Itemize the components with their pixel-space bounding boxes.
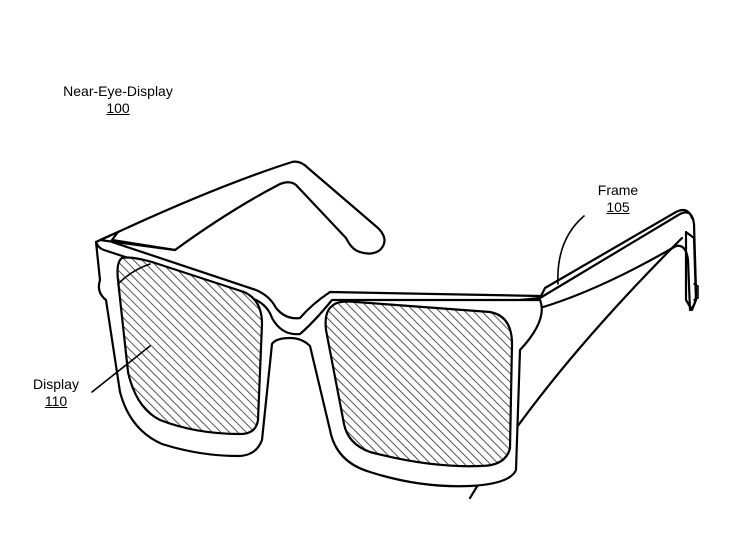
- far-temple-arm: [98, 160, 386, 255]
- near-eye-display-title: Near-Eye-Display: [63, 83, 173, 99]
- frame-title: Frame: [597, 182, 639, 198]
- display-ref-number: 110: [44, 393, 68, 409]
- frame-label: Frame 105: [588, 182, 648, 216]
- frame-ref-number: 105: [606, 199, 630, 215]
- display-label: Display 110: [24, 376, 88, 410]
- display-title: Display: [33, 376, 79, 392]
- near-eye-display-label: Near-Eye-Display 100: [52, 83, 184, 117]
- display-left-lens: [116, 256, 264, 436]
- display-leader-line: [91, 345, 151, 393]
- display-right-lens: [324, 300, 514, 468]
- near-eye-display-ref-number: 100: [106, 100, 130, 116]
- frame-leader-line: [557, 215, 585, 285]
